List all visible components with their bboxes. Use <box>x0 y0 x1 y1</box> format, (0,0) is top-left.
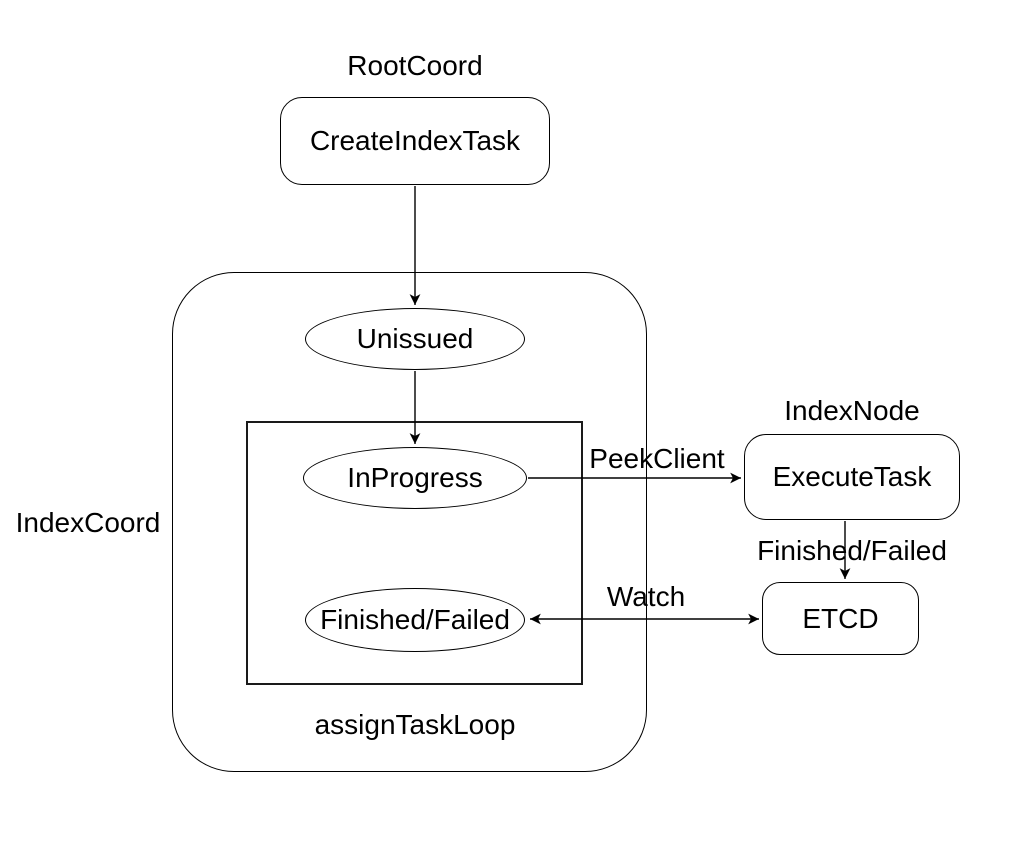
finished-failed-edge-label: Finished/Failed <box>757 535 947 566</box>
indexnode-group-label: IndexNode <box>784 395 920 426</box>
etcd-node: ETCD <box>762 582 919 655</box>
indexcoord-group-label: IndexCoord <box>15 507 161 538</box>
peek-client-edge-label: PeekClient <box>589 443 725 474</box>
execute-task-label: ExecuteTask <box>772 461 932 493</box>
unissued-state-node: Unissued <box>305 308 525 370</box>
in-progress-state-node: InProgress <box>303 447 527 509</box>
create-index-task-label: CreateIndexTask <box>309 125 521 157</box>
rootcoord-group-label: RootCoord <box>347 50 483 81</box>
assign-task-loop-label: assignTaskLoop <box>314 709 516 740</box>
indexcoord-container <box>172 272 647 772</box>
finished-failed-state-label: Finished/Failed <box>320 604 510 636</box>
in-progress-state-label: InProgress <box>347 462 483 494</box>
create-index-task-node: CreateIndexTask <box>280 97 550 185</box>
watch-edge-label: Watch <box>606 581 686 612</box>
finished-failed-state-node: Finished/Failed <box>305 588 525 652</box>
etcd-label: ETCD <box>802 602 879 634</box>
execute-task-node: ExecuteTask <box>744 434 960 520</box>
unissued-state-label: Unissued <box>356 323 474 355</box>
